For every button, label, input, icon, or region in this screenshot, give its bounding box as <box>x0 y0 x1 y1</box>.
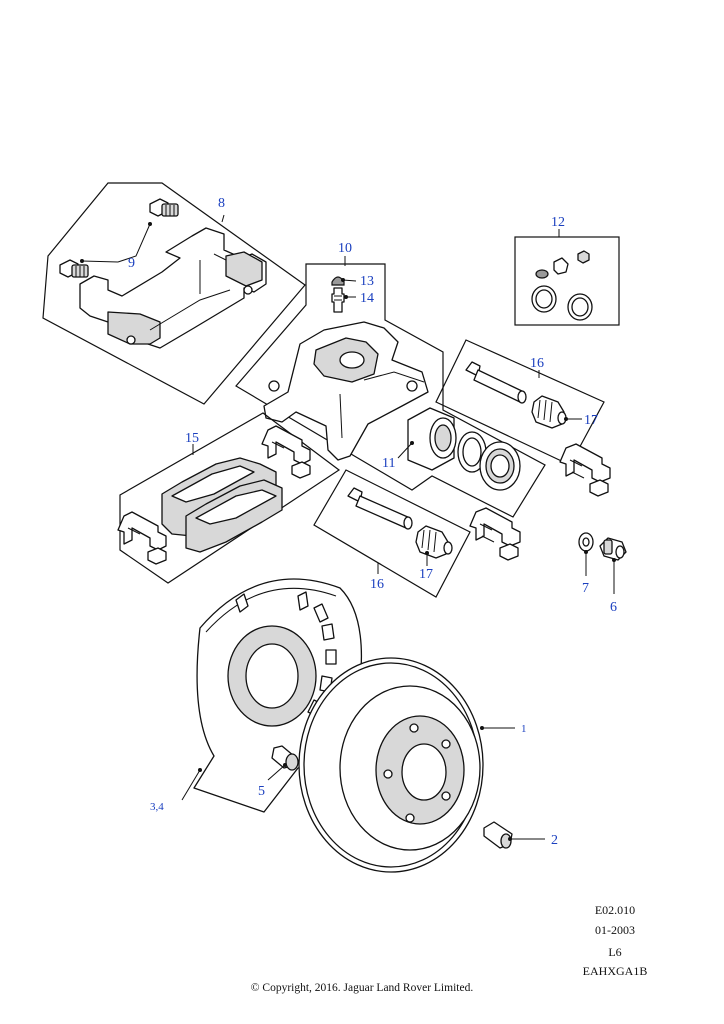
carrier-bolt-upper <box>149 198 179 217</box>
callout-15: 15 <box>185 431 199 446</box>
piston-dust-boot <box>479 441 521 491</box>
drawing-code: E02.010 <box>594 903 636 917</box>
seal-kit-cap-small <box>577 250 590 264</box>
carrier-group-frame <box>42 182 306 405</box>
caliper-group-frame <box>235 263 546 518</box>
seal-kit-ring-right <box>567 293 593 321</box>
carrier-bolt-lower <box>59 259 89 278</box>
brake-pad-front <box>185 479 283 553</box>
callout-11: 11 <box>382 456 395 471</box>
guide-pin-upper <box>465 361 527 404</box>
caliper-housing-group: 10 13 14 11 <box>235 241 546 518</box>
guide-pin-boot-upper <box>531 395 567 429</box>
caliper-piston <box>407 407 457 471</box>
seal-kit-bleed-nipple <box>553 257 569 275</box>
callout-12: 12 <box>551 215 565 230</box>
callout-6: 6 <box>610 600 617 615</box>
callout-16-upper: 16 <box>530 356 544 371</box>
pad-clip-upper <box>261 425 311 479</box>
seal-kit-ring-left <box>531 285 557 313</box>
piston-seal <box>457 431 487 473</box>
caliper-body <box>263 321 429 461</box>
drawing-model: L6 <box>608 945 622 959</box>
carrier-bracket <box>79 227 267 349</box>
brake-disc <box>298 657 484 873</box>
callout-17-upper: 17 <box>584 413 598 428</box>
callout-8: 8 <box>218 196 225 211</box>
drawing-date: 01-2003 <box>595 923 635 937</box>
seal-kit-group: 12 <box>514 215 620 326</box>
dust-shield-bolt <box>271 745 299 771</box>
callout-2: 2 <box>551 833 558 848</box>
callout-10: 10 <box>338 241 352 256</box>
seal-kit-cap <box>535 269 549 279</box>
guide-pin-group-lower: 16 17 <box>313 469 471 598</box>
carrier-washer <box>578 532 594 552</box>
bleed-nipple <box>331 287 345 313</box>
callout-17-lower: 17 <box>419 567 433 582</box>
callout-16-lower: 16 <box>370 577 384 592</box>
anti-rattle-clip-right-upper <box>559 443 611 497</box>
guide-pin-lower <box>347 487 413 530</box>
callout-1: 1 <box>521 723 527 735</box>
seal-kit-frame <box>514 236 620 326</box>
drawing-ref: EAHXGA1B <box>582 964 648 978</box>
anti-rattle-clip-right-lower <box>469 507 521 561</box>
callout-13: 13 <box>360 274 374 289</box>
disc-retaining-screw <box>483 821 513 849</box>
callout-5: 5 <box>258 784 265 799</box>
callout-3-4: 3,4 <box>150 801 164 813</box>
brake-pads-group: 15 <box>117 412 341 584</box>
pad-clip-lower <box>117 511 167 565</box>
callout-9: 9 <box>128 256 135 271</box>
carrier-bolt <box>599 537 627 561</box>
copyright-notice: © Copyright, 2016. Jaguar Land Rover Lim… <box>250 982 474 994</box>
callout-14: 14 <box>360 291 374 306</box>
carrier-bracket-group: 8 9 <box>42 182 306 405</box>
guide-pin-boot-lower <box>415 525 453 559</box>
bleed-cap <box>331 276 345 286</box>
callout-7: 7 <box>582 581 589 596</box>
guide-pin-lower-frame <box>313 469 471 598</box>
